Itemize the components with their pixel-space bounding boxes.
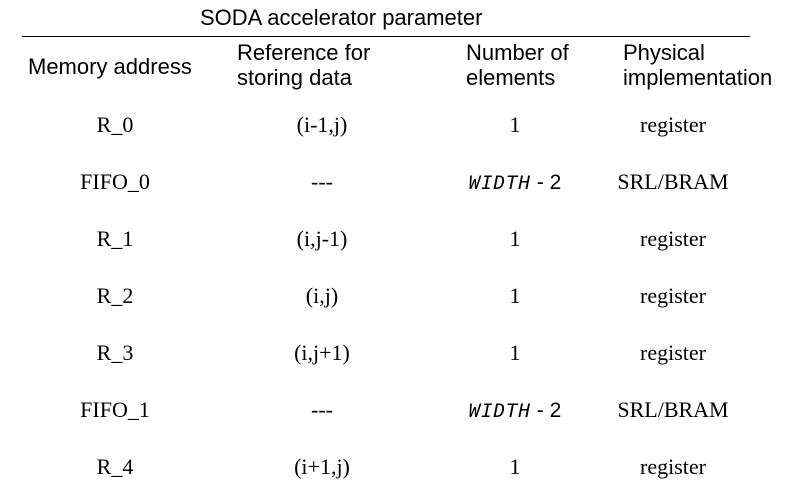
header-number-line2: elements (466, 65, 556, 90)
table-row: R_2 (i,j) 1 register (0, 268, 802, 325)
width-variable: WIDTH (468, 400, 531, 422)
memory-address-cell: R_0 (96, 112, 134, 137)
number-of-elements-cell: 1 (509, 454, 521, 479)
table-row: R_0 (i-1,j) 1 register (0, 97, 802, 154)
header-memory-address: Memory address (28, 54, 192, 79)
physical-implementation-cell: register (640, 454, 706, 479)
header-physical-implementation: Physical implementation (623, 40, 772, 90)
physical-implementation-cell: register (640, 226, 706, 251)
reference-cell: --- (311, 169, 333, 194)
number-of-elements-cell: WIDTH - 2 (430, 396, 600, 425)
width-offset: - 2 (530, 171, 562, 194)
reference-cell: (i+1,j) (294, 454, 350, 479)
reference-cell: (i-1,j) (296, 112, 348, 137)
physical-implementation-cell: SRL/BRAM (617, 169, 729, 194)
number-of-elements-cell: 1 (509, 226, 521, 251)
table-row: R_3 (i,j+1) 1 register (0, 325, 802, 382)
table-row: R_1 (i,j-1) 1 register (0, 211, 802, 268)
table-row: FIFO_1 --- WIDTH - 2 SRL/BRAM (0, 382, 802, 439)
header-reference-line2: storing data (237, 65, 352, 90)
width-variable: WIDTH (468, 172, 531, 194)
width-offset: - 2 (530, 399, 562, 422)
memory-address-cell: R_2 (96, 283, 134, 308)
table-row: FIFO_0 --- WIDTH - 2 SRL/BRAM (0, 154, 802, 211)
header-memory-address-text: Memory address (28, 54, 192, 79)
header-number-of-elements: Number of elements (466, 40, 569, 90)
reference-cell: --- (311, 397, 333, 422)
number-of-elements-cell: 1 (509, 283, 521, 308)
memory-address-cell: FIFO_0 (80, 169, 150, 194)
table-title: SODA accelerator parameter (200, 5, 483, 30)
header-reference-line1: Reference for (237, 40, 371, 65)
reference-cell: (i,j) (305, 283, 339, 308)
header-physical-line1: Physical (623, 40, 705, 65)
header-reference: Reference for storing data (237, 40, 370, 90)
number-of-elements-cell: 1 (509, 340, 521, 365)
number-of-elements-cell: WIDTH - 2 (430, 168, 600, 197)
memory-address-cell: FIFO_1 (80, 397, 150, 422)
reference-cell: (i,j-1) (296, 226, 348, 251)
header-number-line1: Number of (466, 40, 569, 65)
physical-implementation-cell: SRL/BRAM (617, 397, 729, 422)
memory-address-cell: R_3 (96, 340, 134, 365)
header-physical-line2: implementation (623, 65, 773, 90)
title-rule (22, 36, 750, 37)
physical-implementation-cell: register (640, 112, 706, 137)
physical-implementation-cell: register (640, 283, 706, 308)
physical-implementation-cell: register (640, 340, 706, 365)
reference-cell: (i,j+1) (294, 340, 350, 365)
memory-address-cell: R_4 (96, 454, 134, 479)
number-of-elements-cell: 1 (509, 112, 521, 137)
memory-address-cell: R_1 (96, 226, 134, 251)
table-row: R_4 (i+1,j) 1 register (0, 439, 802, 496)
